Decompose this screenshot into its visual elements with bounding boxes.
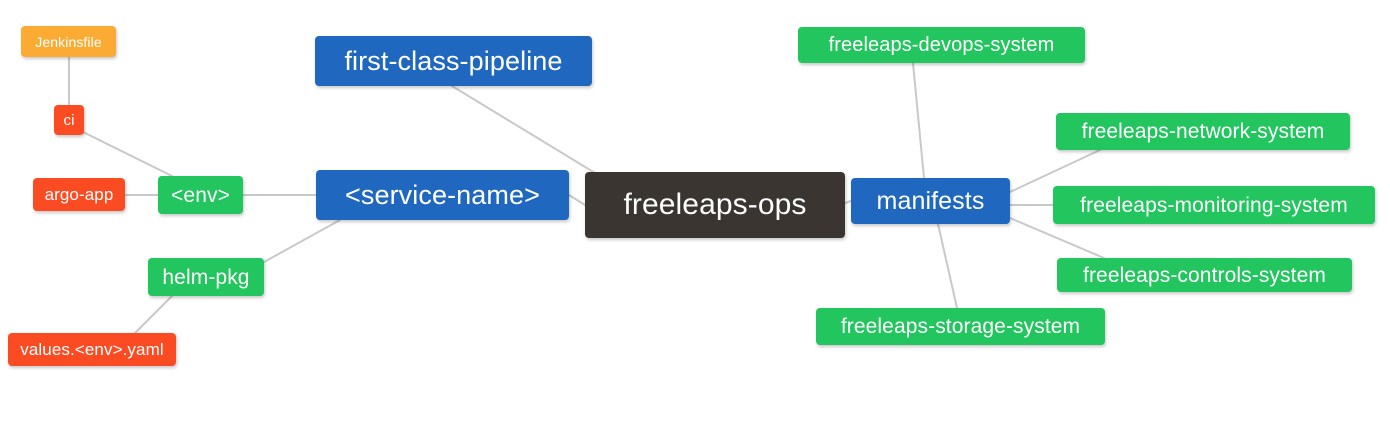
mindmap-edge-root-to-service-name	[568, 194, 586, 206]
mindmap-node-first-class-pipeline[interactable]: first-class-pipeline	[315, 36, 592, 86]
mindmap-node-label: <service-name>	[345, 179, 540, 210]
mindmap-edge-root-to-first-class-pipeline	[451, 85, 601, 177]
mindmap-node-manifests[interactable]: manifests	[851, 178, 1010, 224]
mindmap-edge-manifests-to-storage-system	[937, 223, 958, 309]
mindmap-node-label: <env>	[171, 183, 230, 207]
mindmap-edge-env-to-ci	[78, 129, 173, 177]
mindmap-node-env[interactable]: <env>	[158, 176, 243, 214]
mindmap-node-devops-system[interactable]: freeleaps-devops-system	[798, 27, 1085, 63]
mindmap-edge-helm-pkg-to-values-yaml	[134, 295, 173, 334]
mindmap-node-storage-system[interactable]: freeleaps-storage-system	[816, 308, 1105, 345]
mindmap-node-label: freeleaps-monitoring-system	[1080, 193, 1348, 217]
mindmap-node-argo-app[interactable]: argo-app	[33, 178, 125, 211]
mindmap-node-label: freeleaps-ops	[623, 188, 807, 221]
mindmap-edge-service-name-to-helm-pkg	[263, 219, 341, 263]
mindmap-node-label: freeleaps-network-system	[1081, 120, 1325, 143]
mindmap-node-label: freeleaps-controls-system	[1083, 263, 1326, 287]
mindmap-node-network-system[interactable]: freeleaps-network-system	[1056, 113, 1350, 150]
mindmap-node-jenkinsfile[interactable]: Jenkinsfile	[21, 26, 116, 57]
mindmap-node-label: freeleaps-devops-system	[828, 34, 1055, 56]
mindmap-node-label: helm-pkg	[162, 265, 250, 289]
mindmap-node-label: freeleaps-storage-system	[840, 315, 1081, 338]
mindmap-edge-manifests-to-controls-system	[1009, 217, 1105, 259]
mindmap-node-controls-system[interactable]: freeleaps-controls-system	[1057, 258, 1352, 292]
mindmap-node-label: first-class-pipeline	[344, 45, 563, 76]
mindmap-node-label: argo-app	[44, 185, 114, 204]
mindmap-node-service-name[interactable]: <service-name>	[316, 170, 569, 220]
mindmap-edge-manifests-to-devops-system	[912, 62, 925, 179]
mindmap-node-label: manifests	[876, 186, 985, 215]
mindmap-node-label: values.<env>.yaml	[20, 340, 164, 359]
mindmap-node-helm-pkg[interactable]: helm-pkg	[148, 258, 264, 296]
mindmap-node-label: ci	[63, 111, 75, 129]
mindmap-node-ci[interactable]: ci	[54, 105, 84, 135]
mindmap-node-label: Jenkinsfile	[35, 33, 102, 50]
mindmap-node-monitoring-system[interactable]: freeleaps-monitoring-system	[1053, 186, 1375, 224]
mindmap-node-root[interactable]: freeleaps-ops	[585, 172, 845, 238]
mindmap-node-values-yaml[interactable]: values.<env>.yaml	[8, 333, 176, 366]
